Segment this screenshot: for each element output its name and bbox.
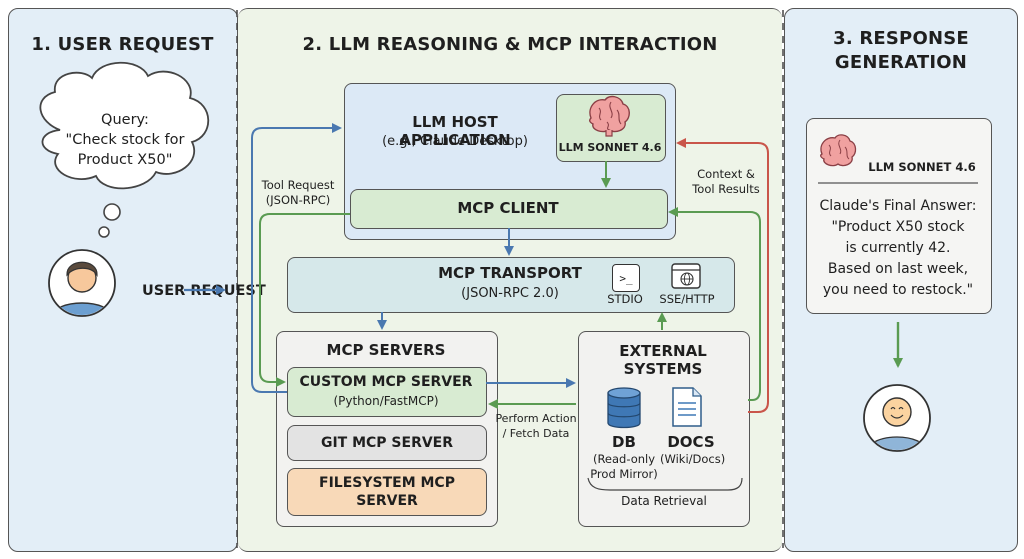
query-label: Query:: [101, 112, 149, 128]
query-text: Query: "Check stock for Product X50": [50, 100, 200, 180]
context-line-2: Tool Results: [692, 182, 760, 196]
fs-server-line-1: FILESYSTEM MCP: [319, 475, 455, 491]
answer-line-2: "Product X50 stock: [831, 219, 965, 235]
terminal-icon: >_: [612, 264, 640, 292]
mcp-transport-box: [287, 257, 735, 313]
ssehttp-label: SSE/HTTP: [659, 292, 715, 306]
transport-subtitle: (JSON-RPC 2.0): [461, 286, 559, 301]
tool-request-line-2: (JSON-RPC): [265, 193, 331, 207]
answer-line-4: Based on last week,: [827, 261, 969, 277]
git-mcp-server-box: GIT MCP SERVER: [287, 425, 487, 461]
tool-request-label: Tool Request (JSON-RPC): [248, 178, 348, 208]
answer-line-3: is currently 42.: [845, 240, 951, 256]
custom-server-subtitle: (Python/FastMCP): [333, 394, 439, 408]
perform-action-label: Perform Action / Fetch Data: [492, 411, 580, 441]
response-model-label: LLM SONNET 4.6: [868, 160, 976, 174]
transport-title: MCP TRANSPORT: [438, 264, 582, 282]
context-results-label: Context & Tool Results: [676, 167, 776, 197]
host-title: LLM HOST APPLICATION: [399, 113, 511, 149]
git-server-label: GIT MCP SERVER: [320, 435, 454, 451]
host-model-label: LLM SONNET 4.6: [558, 141, 662, 154]
external-systems-box: [578, 331, 750, 527]
context-results-arrow: [676, 138, 769, 413]
tool-request-arrow: [251, 123, 342, 393]
filesystem-mcp-server-box: FILESYSTEM MCP SERVER: [287, 468, 487, 516]
docs-label: DOCS: [667, 433, 715, 451]
external-title-line-1: EXTERNAL: [619, 342, 707, 360]
mcp-client-box: [350, 189, 668, 229]
final-answer-text: Claude's Final Answer: "Product X50 stoc…: [808, 196, 988, 301]
response-heading-line2: GENERATION: [834, 52, 968, 73]
user-request-heading: 1. USER REQUEST: [31, 34, 214, 55]
db-sub-line-1: (Read-only: [592, 452, 656, 466]
servers-title: MCP SERVERS: [326, 341, 446, 359]
answer-line-1: Claude's Final Answer:: [819, 198, 977, 214]
stdio-label: STDIO: [607, 292, 643, 306]
mcp-client-title: MCP CLIENT: [457, 199, 559, 217]
perform-line-1: Perform Action: [495, 412, 577, 425]
db-label: DB: [612, 433, 636, 451]
host-subtitle: (e.g., Claude Desktop): [382, 134, 528, 149]
query-line-2: Product X50": [77, 152, 173, 168]
custom-server-title: CUSTOM MCP SERVER: [299, 374, 473, 390]
data-retrieval-label: Data Retrieval: [621, 494, 707, 508]
perform-line-2: / Fetch Data: [502, 427, 570, 440]
fs-server-line-2: SERVER: [356, 493, 418, 509]
docs-sub: (Wiki/Docs): [660, 452, 726, 466]
db-sub-line-2: Prod Mirror): [590, 467, 658, 481]
llm-reasoning-heading: 2. LLM REASONING & MCP INTERACTION: [302, 34, 718, 55]
context-line-1: Context &: [697, 167, 755, 181]
response-heading-line1: 3. RESPONSE: [833, 28, 969, 49]
custom-mcp-server-box: [287, 367, 487, 417]
tool-request-line-1: Tool Request: [261, 178, 335, 192]
external-title-line-2: SYSTEMS: [623, 360, 703, 378]
answer-line-5: you need to restock.": [822, 282, 974, 298]
client-to-server-arrow: [259, 213, 350, 387]
external-to-client-arrow: [668, 207, 761, 401]
query-line-1: "Check stock for: [65, 132, 185, 148]
